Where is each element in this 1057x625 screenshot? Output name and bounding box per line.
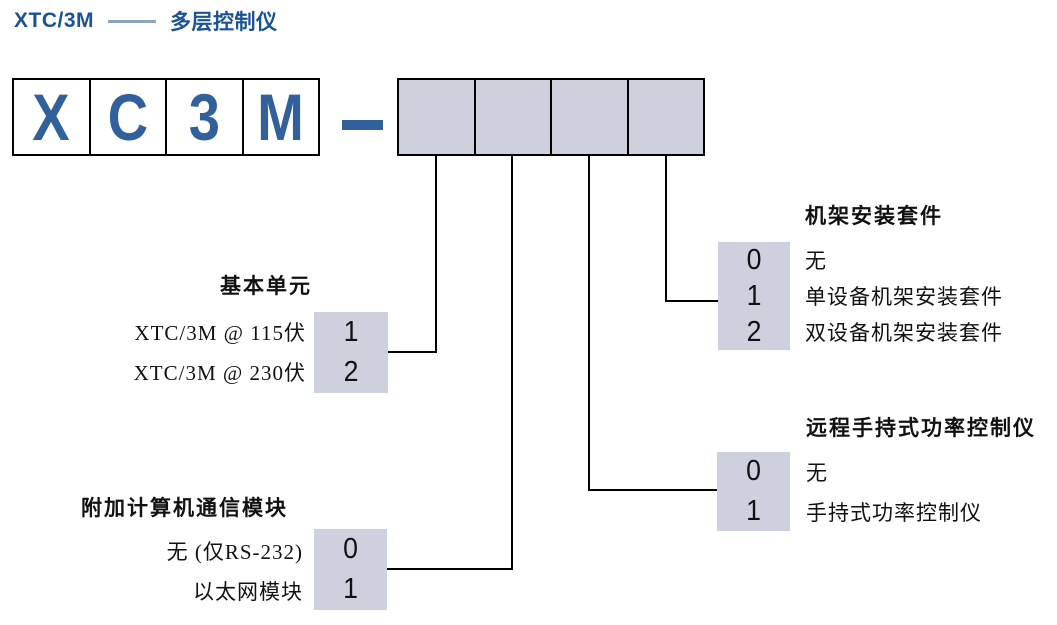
connector-rack-mount-horizontal: [665, 300, 718, 302]
option-codes-basic-unit: 1 2: [314, 312, 388, 393]
connector-remote-handheld-horizontal: [588, 489, 717, 491]
prefix-letter: X: [32, 80, 70, 154]
prefix-letter: C: [107, 80, 149, 154]
option-label: XTC/3M @ 230伏: [133, 361, 306, 385]
option-digit-cell-2: [473, 80, 550, 154]
option-codes-remote-handheld: 0 1: [717, 452, 790, 531]
page-title: XTC/3M 多层控制仪: [14, 6, 278, 36]
option-code: 1: [343, 315, 359, 348]
option-label: 单设备机架安装套件: [805, 285, 1003, 309]
code-dash-separator: [342, 120, 383, 130]
prefix-letter: M: [257, 80, 305, 154]
model-prefix-row: X C 3 M: [12, 78, 320, 156]
option-label: 以太网模块: [193, 580, 303, 604]
option-digit-cell-1: [399, 80, 474, 154]
option-digit-cell-3: [550, 80, 627, 154]
model-number-title: XTC/3M: [14, 9, 95, 32]
connector-rack-mount-vertical: [665, 156, 667, 302]
option-code: 2: [343, 356, 359, 389]
section-heading-remote-handheld: 远程手持式功率控制仪: [806, 416, 1036, 440]
connector-comm-module-horizontal: [387, 568, 513, 570]
option-label: XTC/3M @ 115伏: [134, 321, 306, 345]
option-digit-row: [397, 78, 705, 156]
option-digit-cell-4: [626, 80, 703, 154]
option-labels-remote-handheld: 无 手持式功率控制仪: [806, 452, 982, 532]
option-labels-rack-mount: 无 单设备机架安装套件 双设备机架安装套件: [805, 242, 1003, 350]
section-heading-comm-module: 附加计算机通信模块: [81, 496, 288, 520]
prefix-letter: 3: [188, 80, 220, 154]
prefix-cell-3: 3: [165, 80, 242, 154]
prefix-cell-m: M: [241, 80, 319, 154]
connector-comm-module-vertical: [511, 156, 513, 570]
option-labels-basic-unit: XTC/3M @ 115伏 XTC/3M @ 230伏: [60, 312, 306, 392]
title-dash-line: [108, 19, 157, 23]
option-codes-rack-mount: 0 1 2: [718, 242, 790, 350]
option-label: 双设备机架安装套件: [805, 321, 1003, 345]
connector-remote-handheld-vertical: [588, 156, 590, 491]
option-code: 0: [746, 243, 762, 276]
option-label: 无: [805, 249, 827, 273]
option-label: 手持式功率控制仪: [806, 501, 982, 525]
option-code: 1: [746, 279, 762, 312]
prefix-cell-x: X: [14, 80, 89, 154]
option-label: 无: [806, 461, 828, 485]
option-code: 2: [746, 315, 762, 348]
option-code: 1: [746, 494, 761, 527]
option-labels-comm-module: 无 (仅RS-232) 以太网模块: [60, 531, 303, 611]
product-name-title: 多层控制仪: [170, 11, 278, 34]
option-codes-comm-module: 0 1: [314, 529, 387, 610]
option-code: 0: [343, 532, 358, 565]
connector-basic-unit-vertical: [435, 156, 437, 353]
option-code: 1: [343, 573, 358, 606]
section-heading-rack-mount: 机架安装套件: [805, 204, 943, 228]
connector-basic-unit-horizontal: [388, 351, 437, 353]
prefix-cell-c: C: [88, 80, 166, 154]
section-heading-basic-unit: 基本单元: [220, 274, 312, 298]
option-label: 无 (仅RS-232): [166, 540, 303, 564]
option-code: 0: [746, 455, 761, 488]
